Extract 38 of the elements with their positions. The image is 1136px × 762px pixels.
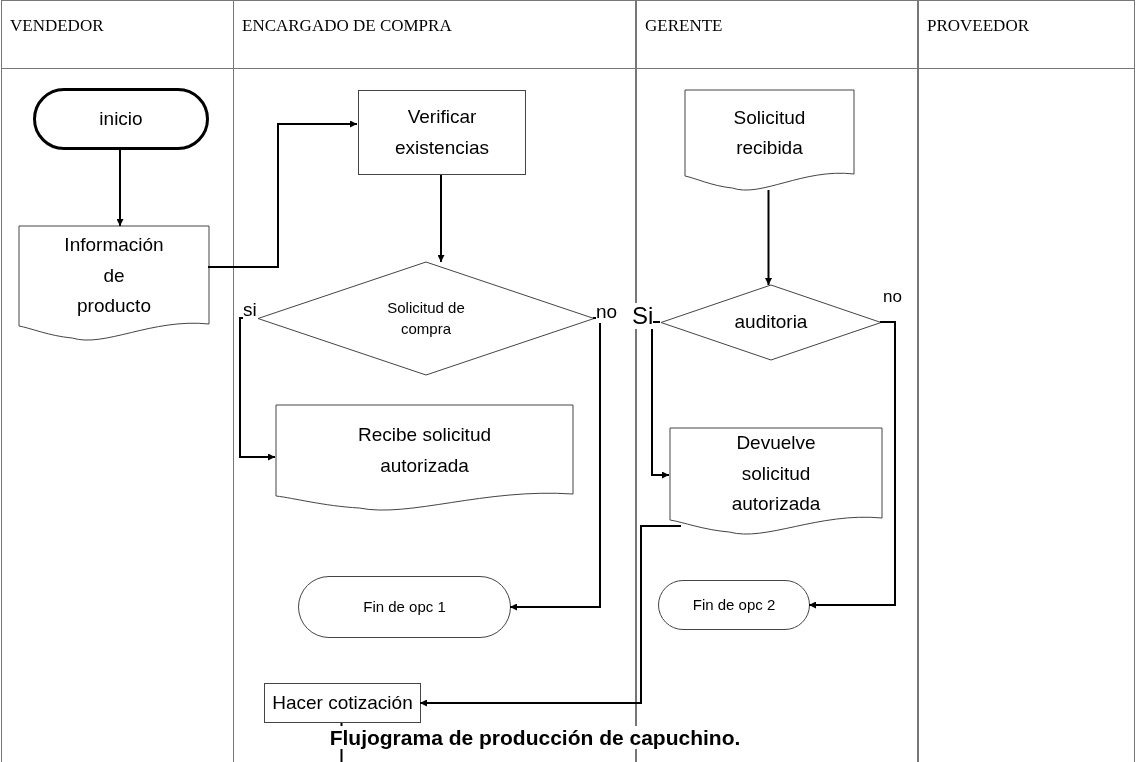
node-text: Hacer cotización bbox=[272, 690, 413, 715]
arrow bbox=[239, 317, 276, 461]
caption: Flujograma de producción de capuchino. bbox=[329, 726, 741, 749]
process-box bbox=[264, 683, 421, 723]
node-text: Fin de opc 2 bbox=[692, 594, 776, 615]
process-box bbox=[358, 90, 526, 175]
document-shape bbox=[276, 405, 573, 510]
document-shape bbox=[19, 226, 209, 340]
arrow bbox=[765, 189, 772, 286]
node-text: Fin de opc 1 bbox=[363, 596, 446, 617]
lane-header: PROVEEDOR bbox=[927, 16, 1029, 36]
lane-header: ENCARGADO DE COMPRA bbox=[242, 16, 452, 36]
end-terminal bbox=[658, 580, 810, 630]
node-text: Verificar existencias bbox=[394, 105, 490, 160]
edge-label: si bbox=[243, 300, 257, 321]
arrow bbox=[509, 317, 601, 611]
lane-header: GERENTE bbox=[645, 16, 723, 36]
arrow bbox=[651, 321, 670, 479]
node-text: Información de producto bbox=[64, 233, 164, 319]
arrow bbox=[808, 321, 896, 609]
node-text: auditoria bbox=[734, 310, 808, 335]
decision-diamond bbox=[661, 285, 881, 360]
node-text: Solicitud de compra bbox=[386, 298, 466, 339]
arrow bbox=[116, 149, 124, 227]
document-shape bbox=[670, 428, 882, 534]
decision-diamond bbox=[258, 262, 594, 375]
arrow bbox=[437, 174, 445, 263]
start-terminal bbox=[33, 88, 209, 150]
lane-header: VENDEDOR bbox=[10, 16, 104, 36]
node-text: Solicitud recibida bbox=[732, 105, 807, 160]
node-text: Recibe solicitud autorizada bbox=[356, 423, 493, 478]
node-text: inicio bbox=[99, 106, 143, 131]
node-text: Devuelve solicitud autorizada bbox=[730, 431, 822, 517]
swimlane bbox=[918, 0, 1135, 762]
edge-label: Si bbox=[632, 303, 654, 330]
arrow bbox=[207, 120, 358, 268]
document-shape bbox=[685, 90, 854, 190]
arrow bbox=[419, 525, 682, 707]
